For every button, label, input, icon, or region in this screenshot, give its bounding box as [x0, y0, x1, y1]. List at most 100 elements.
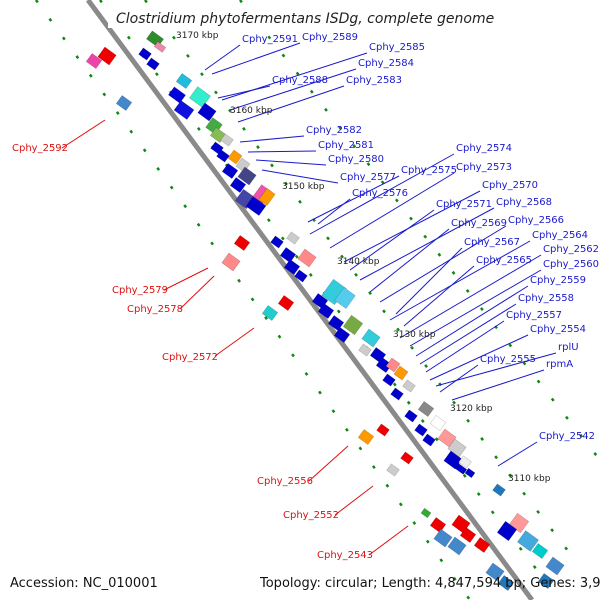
gene-feature — [173, 100, 195, 120]
tick-label: 3150 kbp — [282, 182, 325, 192]
label-leader-line — [61, 119, 106, 149]
genome-backbone — [85, 0, 535, 600]
gene-label[interactable]: Cphy_2552 — [283, 510, 339, 521]
gene-feature — [334, 287, 356, 309]
gene-label[interactable]: Cphy_2583 — [346, 75, 402, 86]
gene-feature — [497, 575, 515, 591]
gene-feature — [485, 562, 505, 582]
gene-feature — [277, 295, 295, 311]
gene-feature — [358, 343, 372, 357]
gene-features — [85, 30, 565, 591]
gene-label[interactable]: Cphy_2577 — [340, 172, 396, 183]
gene-label[interactable]: Cphy_2592 — [12, 143, 68, 154]
gene-label[interactable]: Cphy_2585 — [369, 42, 425, 53]
label-leader-line — [389, 240, 531, 321]
gene-label[interactable]: Cphy_2579 — [112, 285, 168, 296]
gene-label[interactable]: Cphy_2558 — [518, 293, 574, 304]
label-leader-line — [214, 327, 255, 357]
label-leader-line — [415, 285, 529, 357]
gene-label[interactable]: Cphy_2589 — [302, 32, 358, 43]
gene-feature — [245, 196, 267, 216]
gene-label[interactable]: Cphy_2567 — [464, 237, 520, 248]
label-leader-line — [308, 445, 349, 482]
gene-feature — [400, 451, 414, 465]
gene-label[interactable]: Cphy_2555 — [480, 354, 536, 365]
gene-feature — [258, 188, 276, 206]
gene-feature — [261, 305, 279, 321]
gene-feature — [146, 57, 160, 71]
label-leader-line — [395, 247, 463, 315]
title-background — [108, 8, 468, 28]
gene-label[interactable]: Cphy_2578 — [127, 304, 183, 315]
gene-feature — [220, 133, 234, 147]
gene-label[interactable]: Cphy_2588 — [272, 75, 328, 86]
gene-feature — [517, 530, 539, 552]
gene-label[interactable]: rplU — [558, 342, 579, 353]
gene-label[interactable]: Cphy_2581 — [318, 140, 374, 151]
gene-label[interactable]: Cphy_2571 — [436, 199, 492, 210]
gene-feature — [297, 248, 317, 268]
gene-label[interactable]: Cphy_2565 — [476, 255, 532, 266]
gene-label[interactable]: Cphy_2570 — [482, 180, 538, 191]
gene-feature — [454, 463, 468, 475]
gene-feature — [221, 163, 239, 179]
tick-label: 3110 kbp — [508, 474, 551, 484]
gene-label[interactable]: Cphy_2554 — [530, 324, 586, 335]
gene-label[interactable]: Cphy_2580 — [328, 154, 384, 165]
tick-track — [34, 0, 472, 600]
gene-feature — [429, 517, 447, 533]
label-leader-line — [237, 85, 345, 123]
label-leader-line — [379, 225, 507, 303]
gene-feature — [361, 328, 381, 348]
gene-label[interactable]: Cphy_2562 — [543, 244, 599, 255]
gene-label[interactable]: Cphy_2568 — [496, 197, 552, 208]
gene-label[interactable]: Cphy_2543 — [317, 550, 373, 561]
label-leader-line — [439, 364, 479, 393]
label-leader-line — [451, 369, 545, 401]
gene-label[interactable]: Cphy_2559 — [530, 275, 586, 286]
gene-label[interactable]: Cphy_2569 — [451, 218, 507, 229]
gene-label[interactable]: rpmA — [546, 359, 573, 370]
gene-feature — [97, 46, 117, 66]
label-leader-line — [409, 269, 542, 347]
gene-feature — [138, 47, 152, 61]
genome-summary: Topology: circular; Length: 4,847,594 bp… — [259, 576, 600, 591]
gene-feature — [393, 365, 409, 381]
gene-feature — [433, 528, 453, 548]
gene-label[interactable]: Cphy_2556 — [257, 476, 313, 487]
gene-label[interactable]: Cphy_2560 — [543, 259, 599, 270]
gene-label[interactable]: Cphy_2584 — [358, 58, 414, 69]
label-leader-line — [368, 525, 409, 556]
gene-feature — [386, 463, 400, 477]
gene-feature — [545, 556, 565, 576]
gene-feature — [422, 433, 436, 447]
gene-label[interactable]: Cphy_2574 — [456, 143, 512, 154]
gene-label[interactable]: Cphy_2566 — [508, 215, 564, 226]
gene-label[interactable]: Cphy_2564 — [532, 230, 588, 241]
gene-feature — [492, 483, 506, 497]
gene-label[interactable]: Cphy_2582 — [306, 125, 362, 136]
gene-feature — [458, 455, 472, 469]
gene-feature — [537, 573, 555, 589]
label-leader-line — [247, 150, 317, 153]
gene-label[interactable]: Cphy_2575 — [401, 165, 457, 176]
gene-label[interactable]: Cphy_2557 — [506, 310, 562, 321]
label-leader-line — [317, 198, 351, 225]
gene-feature — [115, 95, 133, 111]
gene-label[interactable]: Cphy_2572 — [162, 352, 218, 363]
label-leader-line — [261, 169, 339, 184]
gene-feature — [227, 149, 243, 165]
gene-feature — [175, 73, 193, 89]
label-leader-line — [419, 303, 517, 365]
tick-label: 3130 kbp — [393, 330, 436, 340]
gene-feature — [417, 401, 435, 417]
gene-feature — [464, 467, 476, 479]
gene-label[interactable]: Cphy_2573 — [456, 162, 512, 173]
label-leader-line — [359, 207, 495, 281]
gene-label[interactable]: Cphy_2576 — [352, 188, 408, 199]
label-leader-line — [255, 159, 327, 166]
gene-label[interactable]: Cphy_2542 — [539, 431, 595, 442]
gene-feature — [473, 537, 491, 553]
gene-label[interactable]: Cphy_2591 — [242, 34, 298, 45]
